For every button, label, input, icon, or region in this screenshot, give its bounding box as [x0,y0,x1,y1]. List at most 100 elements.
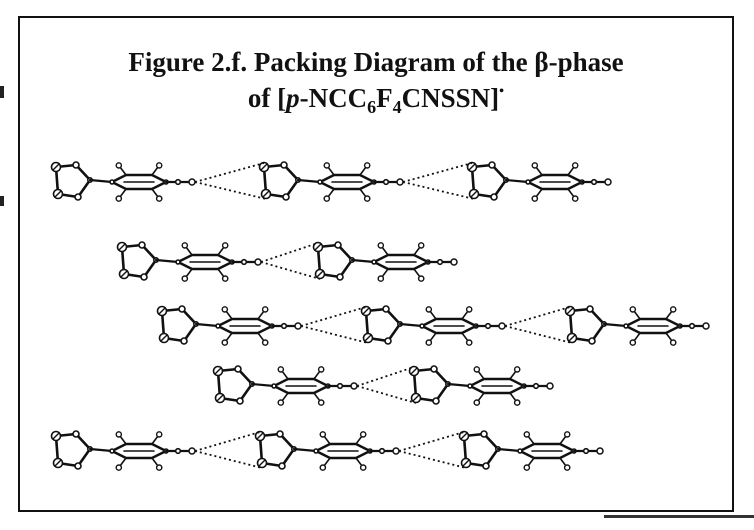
bond [559,457,567,467]
bond [292,447,318,453]
fluorine-atom [115,431,123,438]
nitrogen-atom [294,322,302,330]
atom [336,382,344,390]
intermolecular-contact [194,162,267,200]
title-text: -phase [548,47,624,77]
fluorine-atom [425,339,433,346]
nitrogen-atom [604,178,612,186]
bond [119,166,127,176]
intermolecular-contact [356,366,417,404]
molecule [50,161,196,202]
bond [151,435,159,445]
nitrogen-atom [350,382,358,390]
nitrogen-atom [254,258,262,266]
atom [467,383,473,389]
bond [88,447,114,453]
bond [355,457,363,467]
fluorine-atom [155,464,163,471]
nitrogen-atom [188,447,196,455]
fluorine-atom [115,195,123,202]
atom [336,273,344,281]
bond [665,332,673,342]
fluorine-atom [323,195,331,202]
molecule [258,161,404,202]
atom-hatch [470,190,478,198]
atom [384,337,392,345]
intermolecular-contact [300,306,369,344]
title-text: of [ [247,83,287,113]
atom-hatch [258,459,266,467]
fluorine-atom [531,162,539,169]
atom [280,322,288,330]
fluorine-atom [629,339,637,346]
atom-hatch [256,432,264,440]
atom [317,179,323,185]
molecule [116,241,262,282]
fluorine-atom [571,162,579,169]
fluorine-atom [669,306,677,313]
atom [430,365,438,373]
beta-symbol: β [534,47,549,77]
bond [119,457,127,467]
atom-hatch [460,432,468,440]
bond [633,310,641,320]
bond [225,310,233,320]
atom-hatch [52,432,60,440]
bond [535,166,543,176]
atom-hatch [214,367,222,375]
fluorine-atom [425,306,433,313]
atom [586,305,594,313]
bond [381,246,389,256]
atom [490,193,498,201]
nitrogen-atom [546,382,554,390]
bond [429,332,437,342]
intermolecular-contact [504,306,573,344]
atom [109,179,115,185]
bond [217,246,225,256]
figure-title: Figure 2.f. Packing Diagram of the β-pha… [20,44,732,116]
fluorine-atom [155,162,163,169]
atom [313,448,319,454]
atom [378,447,386,455]
bond [429,310,437,320]
atom [517,448,523,454]
para-prefix: p [286,83,300,113]
molecule [408,365,554,406]
bond [185,268,193,278]
radical-dot: • [499,84,505,99]
bond [567,166,575,176]
fluorine-atom [181,242,189,249]
bond [313,392,321,402]
nitrogen-atom [596,447,604,455]
atom [174,178,182,186]
fluorine-atom [563,431,571,438]
atom [280,161,288,169]
bond [477,370,485,380]
atom-hatch [54,190,62,198]
molecule [312,241,458,282]
fluorine-atom [377,275,385,282]
bond [461,332,469,342]
bond [527,435,535,445]
bond [154,258,180,264]
bond [119,188,127,198]
fluorine-atom [473,399,481,406]
atom [588,337,596,345]
scan-mark [0,196,4,206]
fluorine-atom [277,399,285,406]
atom [234,365,242,373]
atom-hatch [468,163,476,171]
bond [327,188,335,198]
bond [477,392,485,402]
atom [382,178,390,186]
bond [509,392,517,402]
fluorine-atom [317,399,325,406]
bond [359,166,367,176]
bond [398,322,424,328]
atom [371,259,377,265]
atom [436,258,444,266]
scan-rule [604,515,754,518]
fluorine-atom [221,242,229,249]
bond [194,322,220,328]
